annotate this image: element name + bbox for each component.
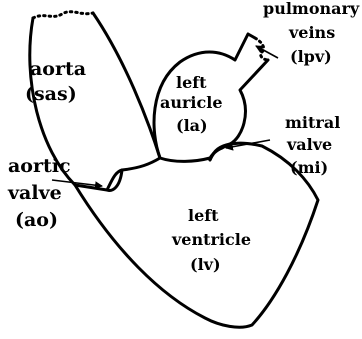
left-ventricle-abbrev-label: (lv) — [190, 255, 221, 274]
aorta-abbrev-label: (sas) — [25, 83, 77, 105]
left-auricle-label-line2: auricle — [160, 93, 223, 112]
pulmonary-veins-arrow — [256, 46, 278, 58]
left-ventricle-label-line1: left — [188, 206, 219, 225]
pulmonary-veins-label-line2: veins — [288, 23, 335, 42]
aortic-valve-label-line1: aortic — [8, 155, 71, 177]
pulmonary-veins-abbrev-label: (lpv) — [290, 47, 332, 66]
aorta-label: aorta — [30, 58, 86, 80]
mitral-valve-abbrev-label: (mi) — [290, 158, 328, 177]
left-ventricle-label-line2: ventricle — [171, 230, 251, 249]
left-auricle-abbrev-label: (la) — [176, 116, 208, 135]
aortic-valve-abbrev-label: (ao) — [15, 209, 58, 231]
left-auricle-label-line1: left — [176, 73, 207, 92]
pulmonary-veins-label-line1: pulmonary — [263, 0, 360, 18]
mitral-valve-label-line2: valve — [286, 135, 332, 154]
mitral-valve-label-line1: mitral — [285, 113, 340, 132]
aortic-valve-label-line2: valve — [7, 182, 62, 204]
aorta-cut-edge — [33, 12, 93, 18]
